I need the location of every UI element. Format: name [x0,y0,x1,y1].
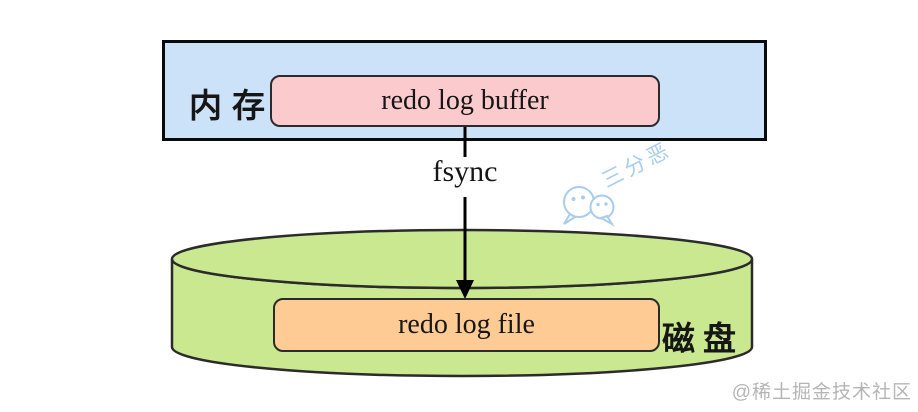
redo-log-buffer-node: redo log buffer [270,75,660,127]
disk-label: 磁盘 [662,322,744,358]
bubble-small [589,194,615,220]
redo-log-file-label: redo log file [398,309,535,340]
memory-label: 内存 [189,89,275,125]
memory-container: 内存 redo log buffer [162,40,767,141]
bubble-small-tail [598,214,615,227]
bubble-eyes [571,195,608,207]
redo-log-file-node: redo log file [273,298,660,352]
credit-text: @稀土掘金技术社区 [731,382,912,403]
watermark-text: 三分恶 [598,137,676,193]
fsync-label: fsync [432,155,498,188]
disk-cylinder-top [170,228,754,290]
redo-log-buffer-label: redo log buffer [381,85,549,116]
bubble-large [563,186,595,218]
wechat-bubbles-icon [563,186,615,227]
fsync-arrow [456,127,474,299]
fsync-arrowhead [456,280,474,299]
bubble-large-tail [563,212,577,225]
